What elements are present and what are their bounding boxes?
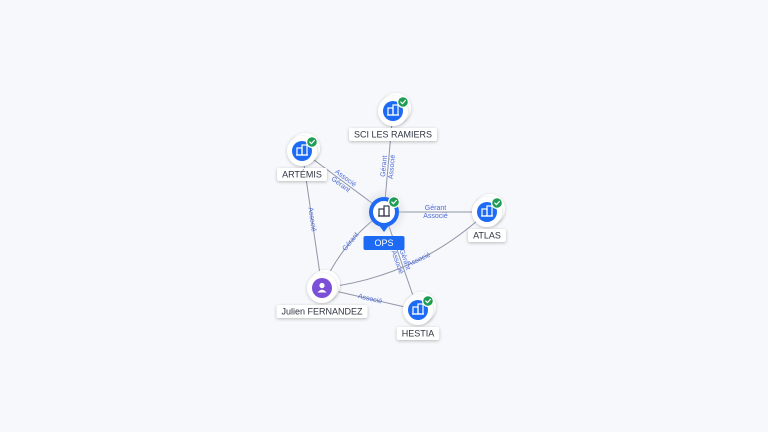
node-label: OPS (374, 238, 393, 248)
building-icon (412, 303, 424, 315)
edge-label: Associé (407, 252, 432, 269)
edge-label: Gérant (425, 205, 446, 212)
node-label-bg (396, 327, 440, 340)
node-artemis[interactable]: ARTÉMIS (277, 133, 327, 181)
node-label: Julien FERNANDEZ (281, 306, 363, 316)
node-label-bg (348, 128, 438, 141)
verified-check-icon (422, 295, 434, 307)
node-atlas[interactable]: ATLAS (468, 194, 506, 242)
edge-label: Gérant (380, 155, 389, 177)
node-julien[interactable]: Julien FERNANDEZ (276, 270, 368, 318)
node-label: SCI LES RAMIERS (354, 129, 432, 139)
verified-check-icon (491, 197, 503, 209)
edge-line (321, 211, 488, 289)
node-sci[interactable]: SCI LES RAMIERS (348, 93, 438, 141)
edge-label: Gérant (342, 231, 361, 252)
node-label-bg (276, 305, 368, 318)
node-hestia[interactable]: HESTIA (396, 292, 440, 340)
edge-label: Associé (357, 293, 383, 305)
building-icon (387, 104, 399, 116)
node-label: HESTIA (402, 328, 435, 338)
nodes-layer: OPS SCI LES RAMIERS ARTÉMIS ATLAS HESTIA Juli… (276, 93, 506, 340)
node-ops[interactable]: OPS (360, 188, 408, 250)
node-pin-tip (378, 224, 390, 232)
node-label-bg (468, 229, 506, 242)
node-label-pill (363, 236, 405, 250)
edge-label: Associé (423, 213, 448, 220)
node-label-bg (277, 168, 327, 181)
building-icon (296, 144, 308, 156)
building-icon (378, 205, 390, 217)
node-label: ATLAS (473, 230, 501, 240)
edge-label: Associé (306, 207, 316, 232)
verified-check-icon (397, 96, 409, 108)
verified-check-icon (306, 136, 318, 148)
building-icon (481, 205, 493, 217)
edge-label: Associé (388, 154, 397, 179)
person-icon (317, 282, 327, 293)
verified-check-icon (388, 196, 400, 208)
node-label: ARTÉMIS (282, 169, 322, 179)
